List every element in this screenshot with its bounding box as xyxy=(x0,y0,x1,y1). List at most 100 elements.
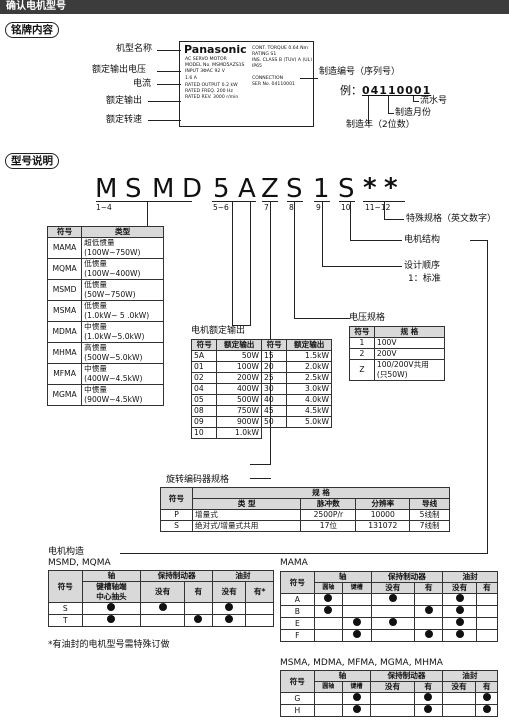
cell: 中惯量 xyxy=(84,322,107,331)
th: 符号 xyxy=(260,339,288,351)
cell: 超低惯量 xyxy=(84,238,115,247)
plate-line: RATING S1 xyxy=(252,52,277,57)
th: 键槽 xyxy=(342,582,372,594)
model-letter: S xyxy=(286,174,303,204)
cell: 50 xyxy=(260,416,288,428)
cell: (1.0kW~5.0kW) xyxy=(84,332,145,341)
callout-special-spec: 特殊规格（英文数字） xyxy=(406,214,497,224)
callout-motor-structure: 电机结构 xyxy=(404,235,441,245)
cell: MHMA xyxy=(46,342,83,364)
dot xyxy=(324,594,333,602)
dot xyxy=(388,618,397,626)
cell: 1 xyxy=(349,337,375,349)
model-letter: D xyxy=(182,174,203,204)
cell: 09 xyxy=(190,416,218,428)
label-model-name: 机型名称 xyxy=(116,44,153,54)
cell: (只50W) xyxy=(376,370,408,379)
dot xyxy=(352,705,361,713)
nameplate: Panasonic AC SERVO MOTOR MODEL No. MSMD5… xyxy=(179,41,314,127)
model-letter: 1 xyxy=(313,174,330,204)
cell: 2 xyxy=(349,348,375,360)
cell: 40 xyxy=(260,394,288,406)
structure-table-2: 符号 轴 保持制动器 油封 圆轴 键槽 没有 有 没有 有 A B E F xyxy=(280,571,499,642)
cell: 30 xyxy=(260,383,288,395)
cell: 05 xyxy=(190,394,218,406)
cell: 500W xyxy=(216,394,262,406)
structure-title: 电机构造 xyxy=(48,547,85,557)
serial-value: 04110001 xyxy=(362,84,432,97)
plate-line: RATED FREQ. 200 Hz xyxy=(185,89,233,94)
cell: 1.0kW xyxy=(216,427,262,439)
th: 轴 xyxy=(81,570,142,582)
cell: MQMA xyxy=(46,258,83,280)
cell: P xyxy=(159,509,194,521)
th: 轴 xyxy=(313,670,372,682)
th: 轴 xyxy=(313,571,372,583)
cell: (50W~750W) xyxy=(84,290,136,299)
th: 没有 xyxy=(211,581,247,603)
plate-line: IP65 xyxy=(252,64,262,69)
serial-seq-label: 流水号 xyxy=(420,96,448,106)
th: 保持制动器 xyxy=(370,670,443,682)
dot xyxy=(424,606,433,614)
output-table-title: 电机额定输出 xyxy=(191,326,246,336)
th: 有* xyxy=(245,581,274,603)
dot xyxy=(194,615,203,623)
model-letter: A xyxy=(238,174,256,204)
plate-line: SER No. 04110001 xyxy=(252,82,295,87)
structure-subtitle-3: MSMA, MDMA, MFMA, MGMA, MHMA xyxy=(280,658,443,668)
cell: MSMA xyxy=(46,300,83,322)
cell: MGMA xyxy=(46,384,83,406)
cell: F xyxy=(280,629,315,642)
th: 符号 xyxy=(48,570,83,603)
label-rated-output: 额定输出 xyxy=(106,96,143,106)
cell: 2.0kW xyxy=(286,361,332,373)
th: 键槽轴端 xyxy=(96,582,127,591)
cell: MAMA xyxy=(46,237,83,259)
pos-label: 9 xyxy=(316,203,321,212)
label-rated-speed: 额定转速 xyxy=(106,115,143,125)
th: 额定输出 xyxy=(286,339,332,351)
cell: T xyxy=(48,614,83,627)
cell: (500W~5.0kW) xyxy=(84,353,143,362)
dot xyxy=(352,630,361,638)
cell: H xyxy=(280,704,315,717)
plate-line: CONT. TORQUE 0.64 Nm xyxy=(252,46,308,51)
example-prefix: 例： xyxy=(340,84,362,97)
cell: E xyxy=(280,617,315,630)
pos-label: 7 xyxy=(264,203,269,212)
cell: Z xyxy=(349,359,375,381)
cell: 10000 xyxy=(355,509,411,521)
th: 脉冲数 xyxy=(300,498,357,510)
th: 保持制动器 xyxy=(370,571,444,583)
plate-line: RATED REV. 3000 r/min xyxy=(185,95,239,100)
cell: 04 xyxy=(190,383,218,395)
th: 有 xyxy=(414,582,444,594)
th: 油封 xyxy=(442,571,498,583)
structure-subtitle-2: MAMA xyxy=(280,558,308,568)
cell: 1.5kW xyxy=(286,350,332,362)
dot xyxy=(482,693,491,701)
th: 键槽 xyxy=(341,681,372,693)
dot xyxy=(324,606,333,614)
th: 没有 xyxy=(370,681,415,693)
cell: 900W xyxy=(216,416,262,428)
plate-line: INPUT 3ΦAC 92 V xyxy=(185,69,225,74)
th: 有 xyxy=(475,681,498,693)
th: 有 xyxy=(183,581,213,603)
cell: 100/200V共用 xyxy=(376,360,429,369)
cell: 100V xyxy=(373,337,446,349)
dot xyxy=(225,603,234,611)
th: 符号 xyxy=(159,487,194,510)
dot xyxy=(424,630,433,638)
cell: 131072 xyxy=(355,520,411,532)
cell: 低惯量 xyxy=(84,259,107,268)
cell: 45 xyxy=(260,405,288,417)
cell: 高惯量 xyxy=(84,343,107,352)
plate-line: INS. CLASS B (TUV) A (UL) xyxy=(252,58,313,63)
model-letter: * xyxy=(384,173,398,203)
cell: (400W~4.5kW) xyxy=(84,374,143,383)
